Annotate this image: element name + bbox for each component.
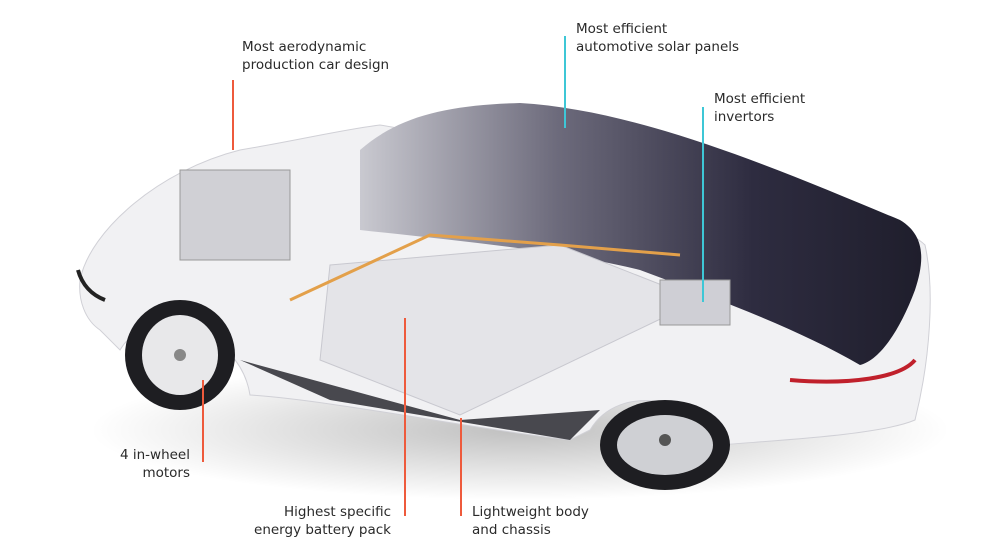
callout-text: Highest specific [284, 504, 391, 520]
tail-light [789, 358, 917, 384]
callout-line-body [460, 418, 462, 516]
callout-text: and chassis [472, 522, 551, 538]
callout-battery: Highest specific energy battery pack [254, 503, 391, 539]
callout-text: automotive solar panels [576, 39, 740, 55]
callout-text: energy battery pack [254, 522, 391, 538]
callout-text: Most efficient [576, 21, 668, 37]
headlight [76, 269, 106, 302]
callout-line-motors [202, 380, 204, 462]
side-skirt [240, 360, 600, 440]
inverter-unit [659, 279, 731, 326]
callout-line-inverter [702, 107, 704, 302]
callout-solar: Most efficient automotive solar panels [576, 20, 739, 56]
callout-text: Lightweight body [472, 504, 589, 520]
callout-line-aero [232, 80, 234, 150]
front-drive-unit [179, 169, 291, 261]
front-wheel [125, 300, 235, 410]
orange-cabling [289, 233, 681, 302]
callout-text: invertors [714, 109, 775, 125]
callout-text: 4 in-wheel [119, 447, 190, 463]
callout-text: Most efficient [714, 91, 806, 107]
callout-line-battery [404, 318, 406, 516]
callout-aero: Most aerodynamic production car design [242, 38, 389, 74]
callout-text: motors [142, 465, 190, 481]
callout-line-solar [564, 36, 566, 128]
callout-text: Most aerodynamic [242, 39, 367, 55]
callout-text: production car design [242, 57, 390, 73]
callout-body: Lightweight body and chassis [472, 503, 589, 539]
battery-pack [319, 244, 702, 416]
rear-wheel [600, 400, 730, 490]
solar-roof [360, 103, 922, 365]
callout-motors: 4 in-wheel motors [120, 446, 190, 482]
callout-inverter: Most efficient invertors [714, 90, 805, 126]
